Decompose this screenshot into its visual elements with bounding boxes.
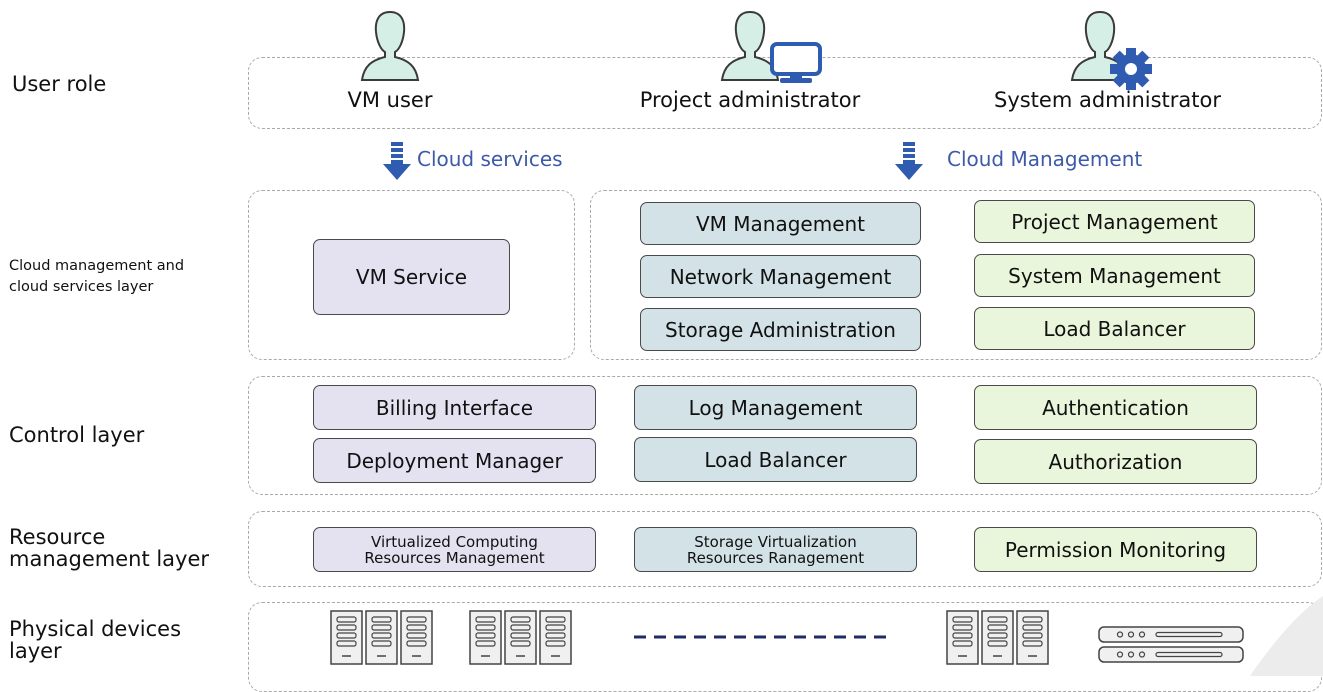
server-rack-icon <box>1016 610 1049 665</box>
virtualized-computing-line2: Resources Management <box>364 548 545 567</box>
control-load-balancer-module[interactable]: Load Balancer <box>634 437 917 482</box>
system-admin-user-icon <box>1070 10 1130 81</box>
monitor-icon <box>770 42 822 83</box>
storage-virtualization-line1: Storage Virtualization <box>694 532 857 551</box>
server-rack-icon <box>330 610 363 665</box>
server-rack-group-3 <box>946 610 1049 665</box>
cloud-management-label: Cloud Management <box>947 147 1143 171</box>
system-management-module[interactable]: System Management <box>974 254 1255 297</box>
gear-icon <box>1110 48 1152 90</box>
layer-label-cloud: Cloud management and cloud services laye… <box>9 256 184 298</box>
project-management-module[interactable]: Project Management <box>974 200 1255 243</box>
vm-management-module[interactable]: VM Management <box>640 202 921 245</box>
layer-label-user-role: User role <box>12 72 107 96</box>
storage-unit-icon <box>1098 626 1244 663</box>
layer-label-physical-line2: layer <box>9 639 62 663</box>
server-rack-icon <box>400 610 433 665</box>
layer-label-physical: Physical devices layer <box>9 618 181 662</box>
network-management-module[interactable]: Network Management <box>640 255 921 298</box>
storage-administration-module[interactable]: Storage Administration <box>640 308 921 351</box>
cloud-management-arrow-down-icon <box>895 142 923 180</box>
control-layer-box <box>248 376 1322 495</box>
storage-virtualization-line2: Resources Ranagement <box>686 548 865 567</box>
server-rack-icon <box>981 610 1014 665</box>
layer-label-cloud-line1: Cloud management and <box>9 258 185 274</box>
cloud-services-box <box>248 190 575 360</box>
vm-service-module[interactable]: VM Service <box>313 239 510 315</box>
layer-label-physical-line1: Physical devices <box>9 617 182 641</box>
resource-layer-box <box>248 511 1322 587</box>
role-system-administrator: System administrator <box>993 88 1221 112</box>
server-rack-icon <box>946 610 979 665</box>
cloud-management-box <box>590 190 1322 360</box>
role-project-administrator: Project administrator <box>639 88 861 112</box>
layer-label-resource: Resource management layer <box>9 526 209 570</box>
authentication-module[interactable]: Authentication <box>974 385 1257 430</box>
cloud-load-balancer-module[interactable]: Load Balancer <box>974 307 1255 350</box>
layer-label-control: Control layer <box>9 423 145 447</box>
permission-monitoring-module[interactable]: Permission Monitoring <box>974 527 1257 572</box>
server-rack-icon <box>365 610 398 665</box>
project-admin-user-icon <box>720 10 780 81</box>
billing-interface-module[interactable]: Billing Interface <box>313 385 596 430</box>
deployment-manager-module[interactable]: Deployment Manager <box>313 438 596 483</box>
server-rack-group-1 <box>330 610 433 665</box>
storage-virtualization-module[interactable]: Storage Virtualization Resources Ranagem… <box>634 527 917 572</box>
vm-user-icon <box>360 10 420 81</box>
server-rack-icon <box>504 610 537 665</box>
ellipsis-dashed-line <box>634 635 886 639</box>
virtualized-computing-line1: Virtualized Computing <box>371 532 538 551</box>
server-rack-icon <box>539 610 572 665</box>
role-vm-user: VM user <box>347 88 433 112</box>
cloud-services-label: Cloud services <box>417 147 563 171</box>
virtualized-computing-module[interactable]: Virtualized Computing Resources Manageme… <box>313 527 596 572</box>
corner-decoration <box>1250 596 1323 676</box>
log-management-module[interactable]: Log Management <box>634 385 917 430</box>
layer-label-cloud-line2: cloud services layer <box>9 279 154 295</box>
layer-label-resource-line2: management layer <box>9 547 210 571</box>
server-rack-icon <box>469 610 502 665</box>
server-rack-group-2 <box>469 610 572 665</box>
authorization-module[interactable]: Authorization <box>974 439 1257 484</box>
layer-label-resource-line1: Resource <box>9 525 106 549</box>
cloud-services-arrow-down-icon <box>383 142 411 180</box>
